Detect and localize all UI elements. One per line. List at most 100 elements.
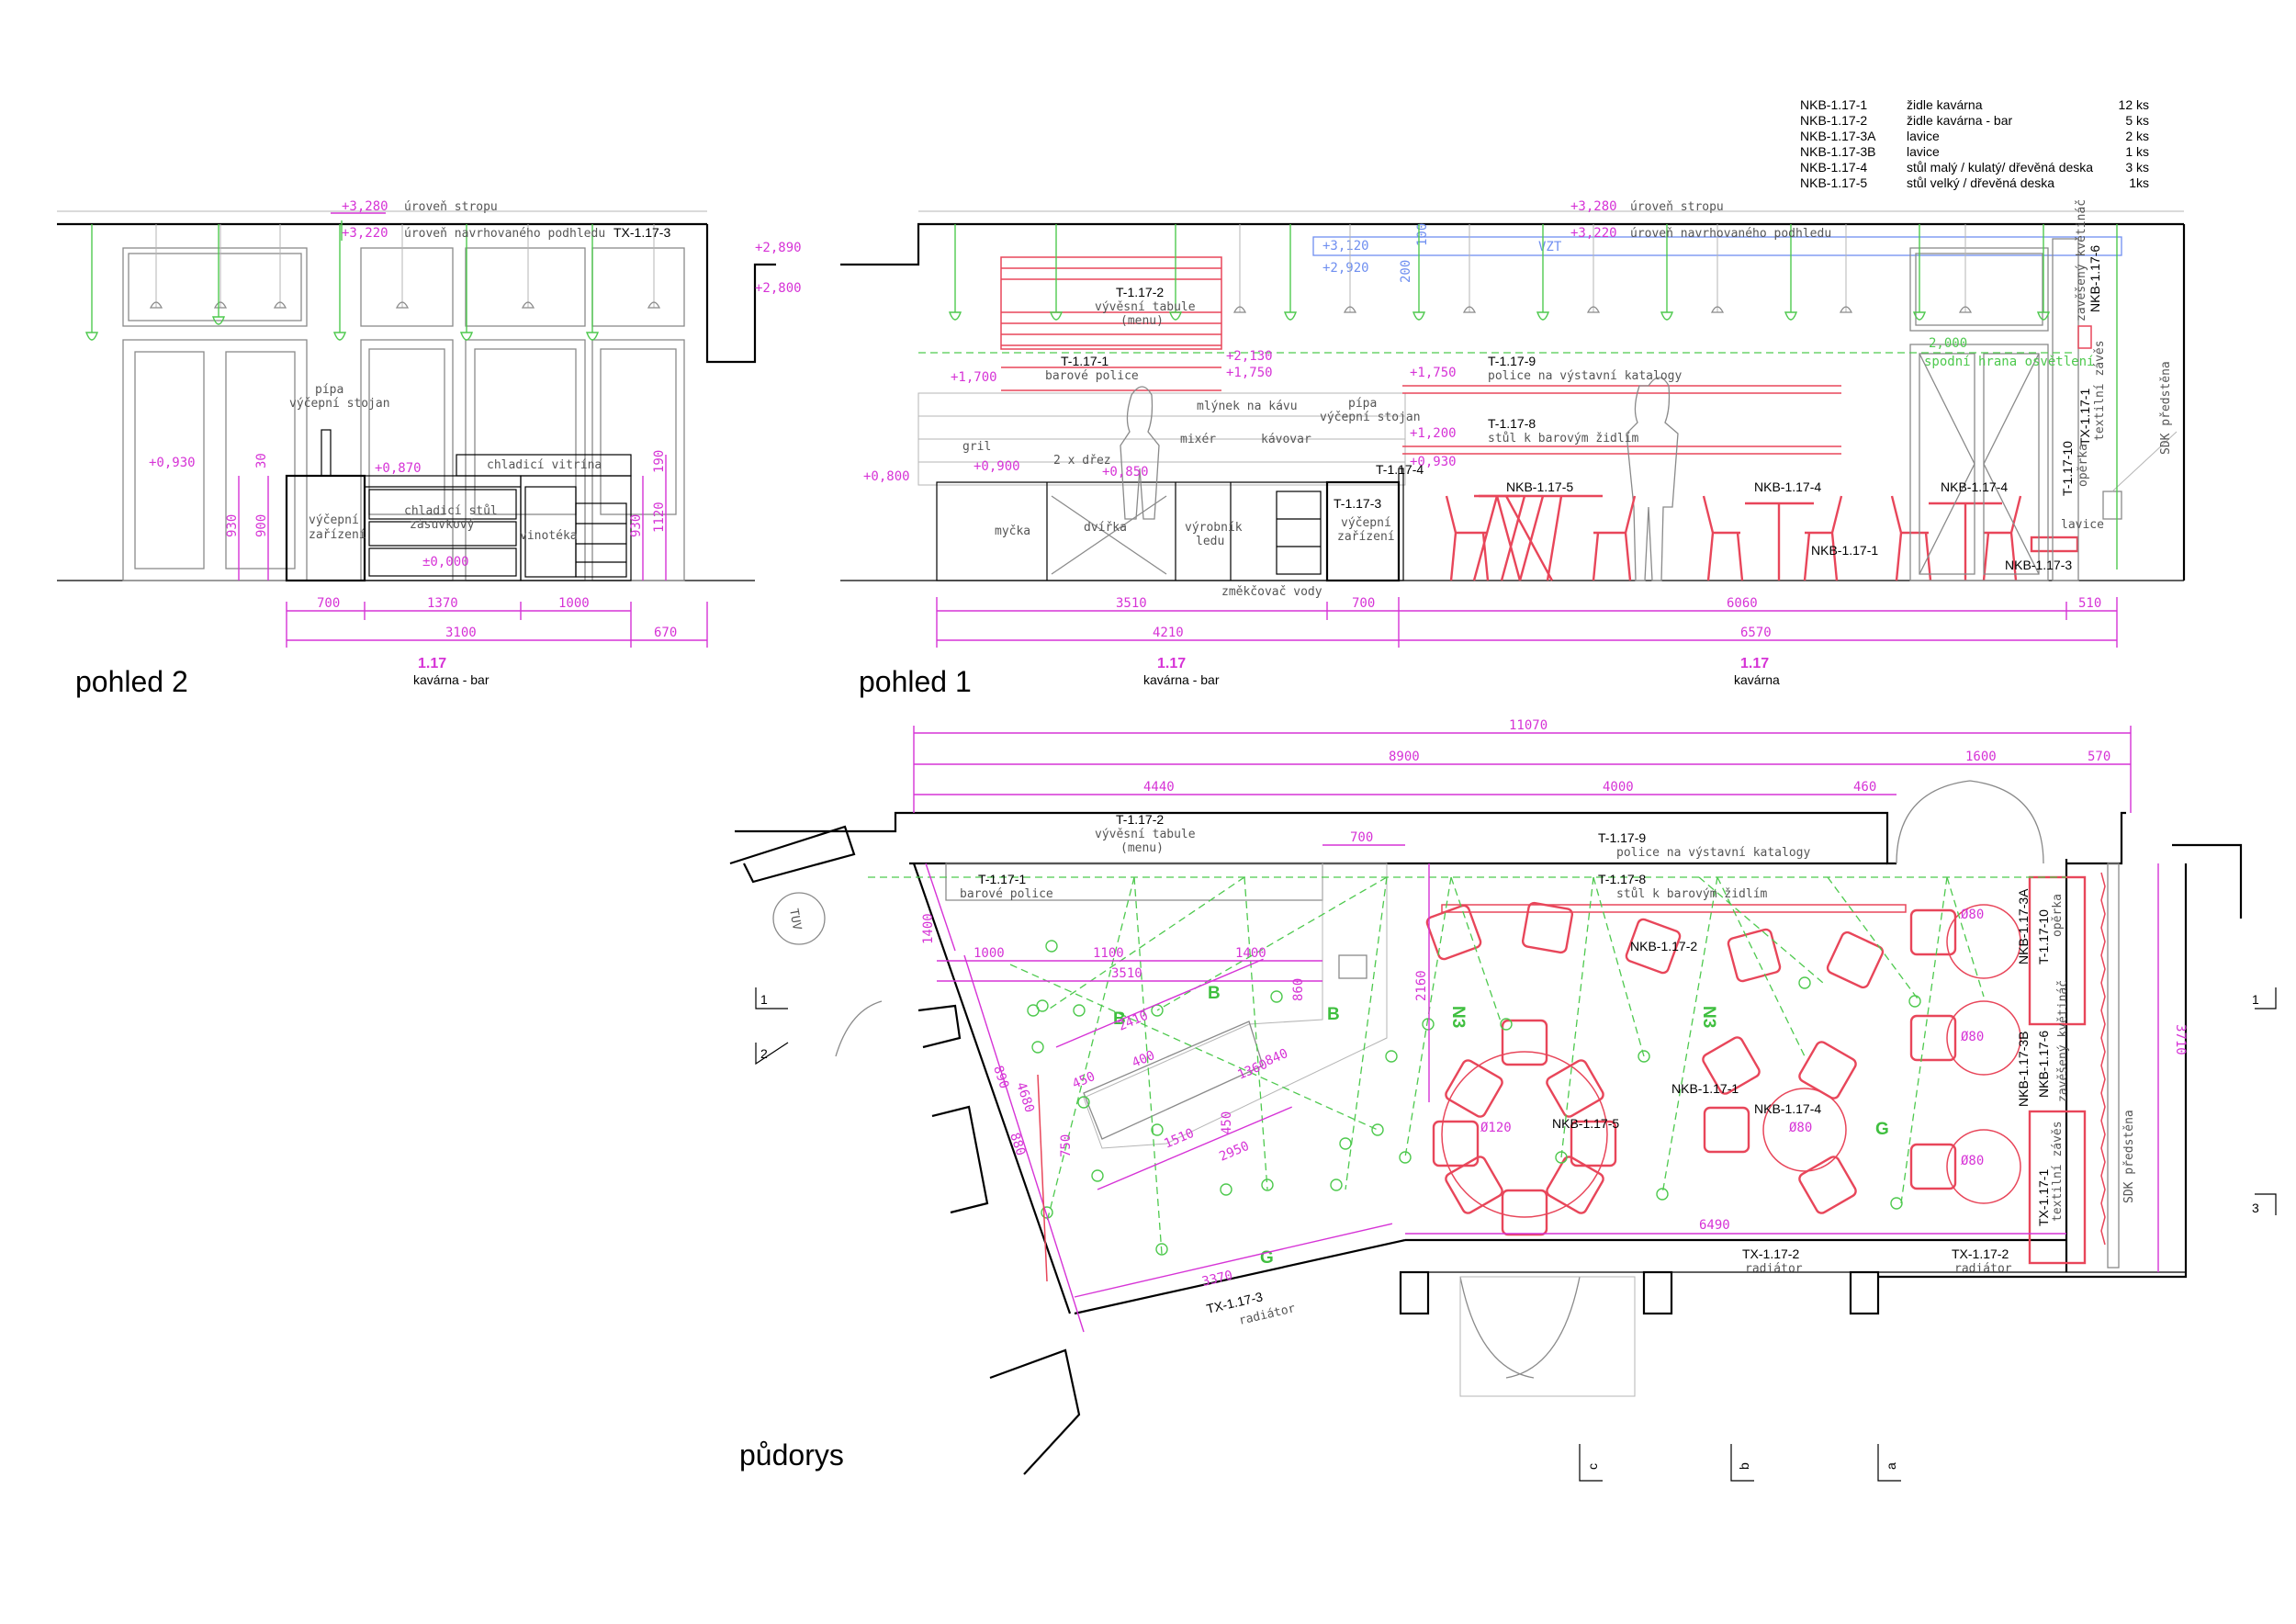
svg-text:T-1.17-9: T-1.17-9 (1598, 830, 1646, 845)
lamp-marker (1091, 1169, 1104, 1182)
svg-text:výčepní: výčepní (309, 513, 359, 527)
bar-counter-plan (1083, 863, 1388, 1149)
window-pane (591, 339, 685, 581)
window-pane-inner (600, 348, 677, 515)
lamp-marker (1330, 1179, 1343, 1191)
lamp-marker (1031, 1041, 1044, 1054)
transom-window (360, 247, 454, 327)
svg-text:700: 700 (1350, 830, 1373, 845)
chair (1909, 908, 1957, 956)
svg-text:TUV: TUV (786, 908, 804, 931)
svg-text:510: 510 (2078, 596, 2101, 611)
svg-text:3100: 3100 (445, 626, 477, 640)
section-marker-1-left: 1 (755, 987, 788, 1009)
svg-text:výčepní stojan: výčepní stojan (289, 397, 390, 411)
svg-text:1: 1 (760, 992, 768, 1007)
svg-text:výčepní: výčepní (1341, 516, 1391, 530)
svg-text:2160: 2160 (1414, 970, 1429, 1001)
level-ceiling-label: úroveň stropu (404, 200, 498, 214)
plan-chairs (1425, 901, 1957, 1236)
svg-text:NKB-1.17-4: NKB-1.17-4 (1941, 479, 2008, 494)
svg-text:B: B (1113, 1009, 1126, 1029)
svg-text:vinotéka: vinotéka (520, 529, 578, 543)
svg-text:1400: 1400 (921, 913, 936, 944)
chair (1501, 1019, 1548, 1066)
section-marker-b: b (1730, 1444, 1754, 1482)
section-marker-2: 2 (755, 1042, 789, 1066)
lamp-marker (1270, 990, 1283, 1003)
transom-window (591, 247, 685, 327)
svg-text:Ø80: Ø80 (1961, 1030, 1984, 1044)
svg-text:NKB-1.17-3A: NKB-1.17-3A (2016, 888, 2031, 964)
svg-text:6060: 6060 (1727, 596, 1758, 611)
svg-text:1600: 1600 (1965, 750, 1997, 764)
textile-curtain (2052, 238, 2079, 581)
svg-text:TX-1.17-1: TX-1.17-1 (2036, 1169, 2051, 1226)
vzt-label: VZT (1538, 240, 1562, 254)
svg-text:Ø80: Ø80 (1961, 1154, 1984, 1168)
svg-text:NKB-1.17-3B: NKB-1.17-3B (2016, 1032, 2031, 1107)
svg-text:stůl k barovým židlím: stůl k barovým židlím (1616, 887, 1768, 901)
svg-text:radiátor: radiátor (1745, 1262, 1803, 1276)
door-swing (1896, 780, 2044, 864)
svg-text:barové police: barové police (1045, 369, 1139, 383)
chair (1798, 1041, 1857, 1100)
svg-text:ledu: ledu (1196, 535, 1224, 548)
light-fixtures (918, 224, 2118, 570)
plan-wall-top (735, 811, 1896, 865)
light-fixtures (84, 220, 600, 341)
svg-text:+1,750: +1,750 (1410, 366, 1457, 380)
lamp-marker (1908, 995, 1921, 1008)
svg-text:NKB-1.17-6: NKB-1.17-6 (2088, 245, 2102, 312)
svg-text:1: 1 (2252, 992, 2259, 1007)
chair (1570, 1120, 1617, 1167)
svg-text:dvířka: dvířka (1084, 521, 1127, 535)
lamp-marker (1422, 1018, 1435, 1031)
elevation-1-levels: +3,280 úroveň stropu +3,220 úroveň navrh… (863, 199, 2094, 484)
svg-text:+0,930: +0,930 (1410, 455, 1457, 469)
svg-text:T-1.17-4: T-1.17-4 (1376, 462, 1424, 477)
svg-text:Ø80: Ø80 (1789, 1121, 1812, 1135)
svg-text:860: 860 (1291, 978, 1306, 1001)
svg-text:930: 930 (629, 514, 644, 537)
room-code: 1.17 (418, 656, 446, 671)
plan-wall-diagonal (912, 863, 1072, 1314)
svg-text:3710: 3710 (2173, 1024, 2188, 1055)
transom-window-inner (128, 253, 302, 321)
svg-text:930: 930 (225, 514, 240, 537)
lamp-marker (1339, 1137, 1352, 1150)
section-marker-c: c (1579, 1444, 1603, 1482)
svg-text:zásuvkový: zásuvkový (410, 518, 475, 532)
svg-text:6570: 6570 (1740, 626, 1772, 640)
svg-text:SDK předstěna: SDK předstěna (2122, 1110, 2136, 1203)
svg-text:890: 890 (990, 1064, 1011, 1090)
chair (1702, 1036, 1761, 1095)
level-suspended: +3,220 (342, 226, 388, 241)
view-title-1: pohled 1 (859, 665, 972, 698)
svg-text:změkčovač vody: změkčovač vody (1221, 585, 1322, 599)
chair (1826, 930, 1885, 989)
svg-text:mlýnek na kávu: mlýnek na kávu (1197, 400, 1298, 413)
person-silhouette (1120, 386, 1160, 520)
svg-text:gril: gril (962, 440, 991, 454)
section-markers: 1 2 1 3 c b a (755, 987, 2277, 1482)
svg-text:T-1.17-1: T-1.17-1 (1061, 354, 1109, 368)
chair (1546, 1156, 1604, 1214)
tile-wall (917, 392, 1406, 486)
lamp-marker (1638, 1050, 1650, 1063)
svg-text:úroveň stropu: úroveň stropu (1630, 200, 1724, 214)
svg-text:2: 2 (760, 1046, 768, 1061)
menu-board (1000, 256, 1222, 350)
svg-text:NKB-1.17-1: NKB-1.17-1 (1811, 543, 1878, 558)
svg-text:3510: 3510 (1116, 596, 1147, 611)
svg-text:+2,800: +2,800 (755, 281, 802, 296)
svg-text:NKB-1.17-4: NKB-1.17-4 (1754, 1101, 1821, 1116)
svg-text:+1,750: +1,750 (1226, 366, 1273, 380)
lamp-marker (1656, 1188, 1669, 1201)
svg-text:G: G (1875, 1120, 1889, 1139)
plan-furniture (1441, 904, 2021, 1218)
svg-text:4210: 4210 (1153, 626, 1184, 640)
red-line (1037, 1074, 1048, 1282)
